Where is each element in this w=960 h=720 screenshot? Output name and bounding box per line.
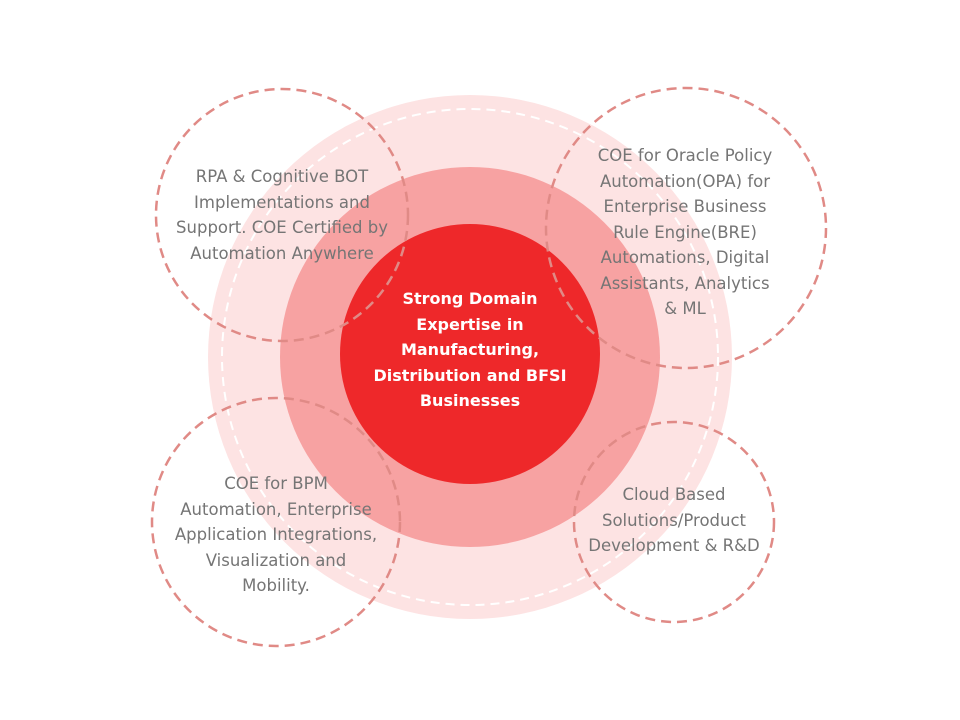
satellite-circle-top-right bbox=[544, 86, 828, 370]
satellite-label-line: Cloud Based bbox=[622, 485, 726, 504]
satellite-label-line: COE for BPM bbox=[224, 474, 328, 493]
satellite-label-line: Visualization and bbox=[205, 550, 347, 570]
satellite-circle-top-left bbox=[154, 87, 410, 343]
satellite-label-line: Support. COE Certified by bbox=[176, 218, 388, 237]
core-label-line: Strong Domain bbox=[402, 289, 538, 308]
core-label-line: Businesses bbox=[419, 391, 521, 410]
satellite-label-line: RPA & Cognitive BOT bbox=[195, 167, 369, 186]
core-label-line: Manufacturing, bbox=[400, 340, 540, 359]
satellite-label-line: Application Integrations, bbox=[174, 525, 378, 544]
satellite-label-line: Solutions/Product bbox=[601, 510, 747, 530]
satellite-label-line: Development & R&D bbox=[588, 536, 760, 555]
core-label-line: Distribution and BFSI bbox=[373, 365, 567, 385]
outer-ring-dashed-guide bbox=[221, 108, 719, 606]
core-circle bbox=[340, 224, 600, 484]
core-label: Strong Domain Expertise in Manufacturing… bbox=[350, 286, 590, 414]
satellite-label-line: Automation(OPA) for bbox=[599, 171, 771, 191]
satellite-label-line: Mobility. bbox=[242, 576, 310, 595]
satellite-label-top-right: COE for Oracle Policy Automation(OPA) fo… bbox=[560, 143, 810, 322]
satellite-circle-bottom-left bbox=[150, 396, 402, 648]
satellite-circle-bottom-right bbox=[572, 420, 776, 624]
satellite-label-top-left: RPA & Cognitive BOT Implementations and … bbox=[152, 164, 412, 266]
satellite-label-line: Rule Engine(BRE) bbox=[613, 222, 757, 242]
core-label-line: Expertise in bbox=[416, 314, 524, 334]
satellite-label-line: COE for Oracle Policy bbox=[597, 146, 773, 165]
satellite-label-bottom-right: Cloud Based Solutions/Product Developmen… bbox=[564, 482, 784, 559]
satellite-label-line: & ML bbox=[664, 299, 706, 318]
satellite-label-line: Automation, Enterprise bbox=[180, 499, 372, 519]
satellite-label-line: Assistants, Analytics bbox=[600, 273, 770, 293]
satellite-label-line: Automations, Digital bbox=[600, 248, 770, 267]
satellite-label-line: Enterprise Business bbox=[603, 197, 767, 216]
satellite-label-bottom-left: COE for BPM Automation, Enterprise Appli… bbox=[146, 471, 406, 599]
satellite-label-line: Implementations and bbox=[194, 192, 370, 212]
satellite-label-line: Automation Anywhere bbox=[190, 243, 374, 263]
